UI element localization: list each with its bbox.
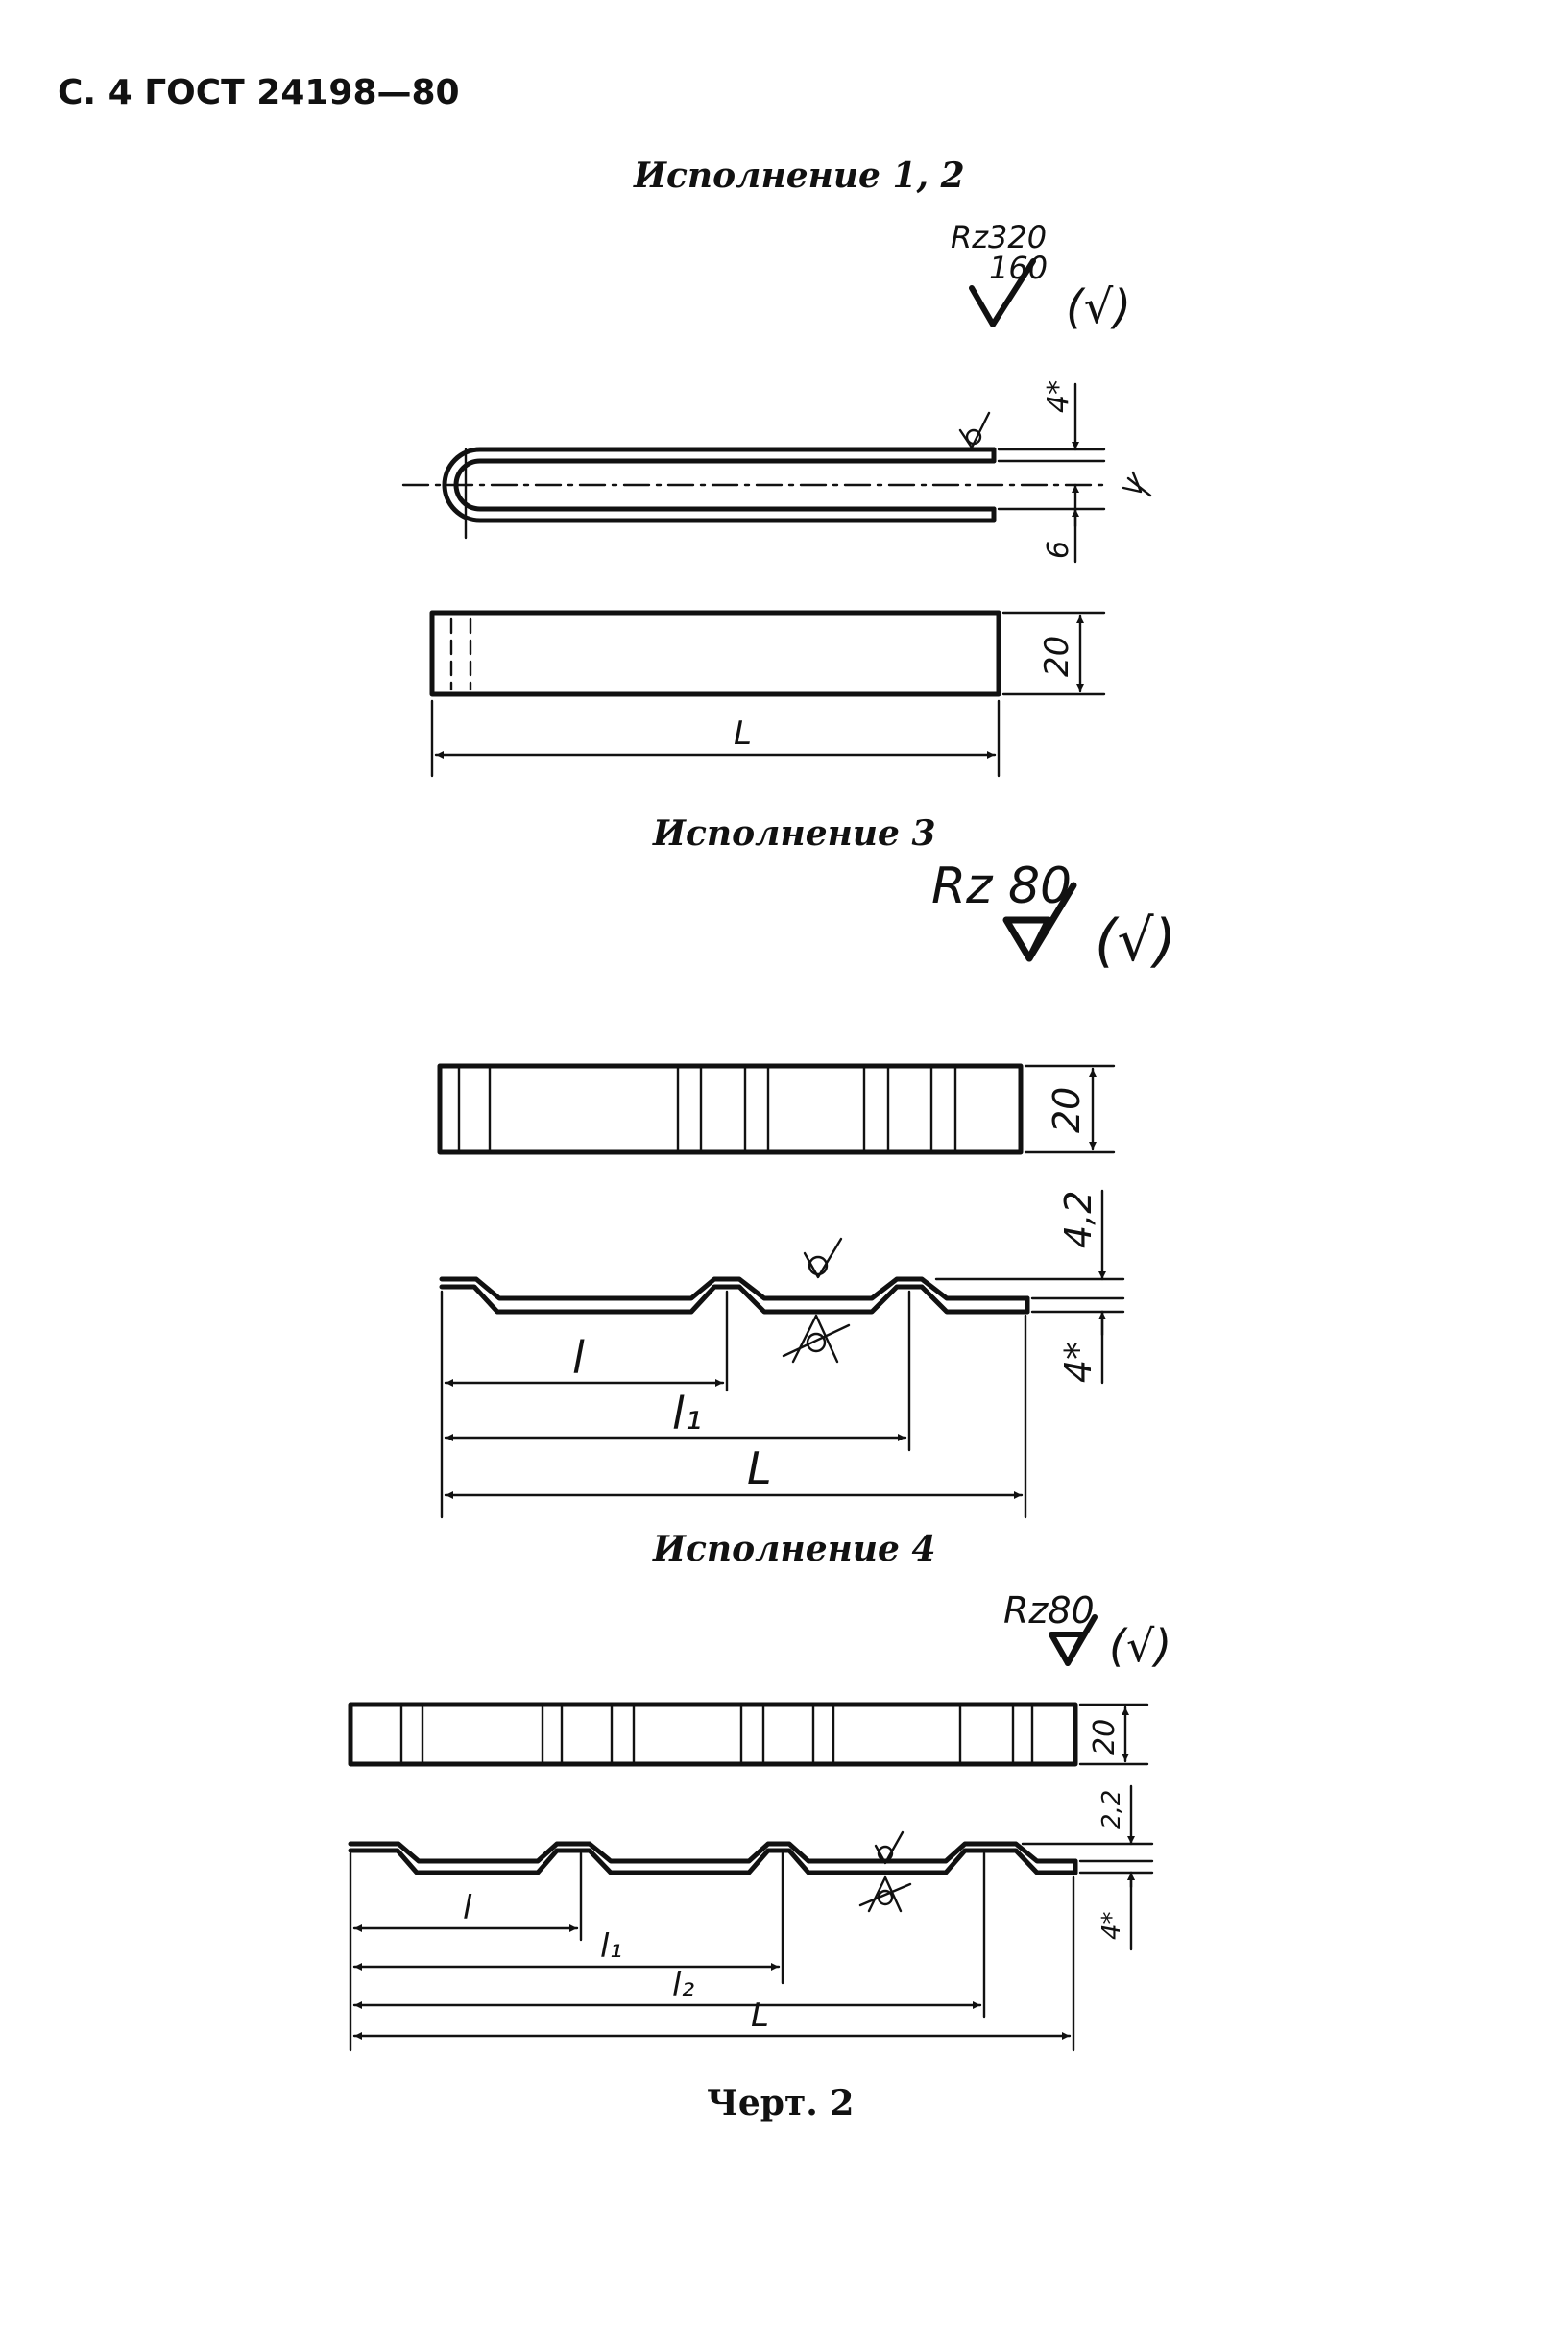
dim-1-bottom: 6 <box>1042 541 1075 559</box>
variant-4-drawing: Исполнение 4 Rz80 (√) 20 <box>348 1529 1171 2052</box>
variant-3-drawing: Исполнение 3 Rz 80 (√) 20 <box>437 813 1176 1519</box>
dim-1-top: 4* <box>1042 380 1075 413</box>
roughness-symbol-3: Rz 80 (√) <box>931 858 1176 975</box>
roughness-4-paren: (√) <box>1109 1620 1171 1672</box>
figure-caption: Черт. 2 <box>707 2083 854 2123</box>
variant-3-caption: Исполнение 3 <box>652 813 936 854</box>
band-profile-4: 2,2 4* l l₁ l₂ L <box>348 1784 1154 2052</box>
dim-3-l: l <box>572 1332 585 1384</box>
roughness-symbol-4: Rz80 (√) <box>1003 1589 1171 1672</box>
roughness-3-paren: (√) <box>1095 907 1176 975</box>
band-side-view-1: 20 L <box>429 610 1106 778</box>
roughness-symbol-1: Rz320 160 (√) <box>951 219 1131 334</box>
roughness-1-top: Rz320 <box>951 219 1047 255</box>
roughness-3: Rz 80 <box>931 858 1072 915</box>
dim-4-width: 20 <box>1088 1719 1122 1755</box>
dim-4-l: l <box>463 1889 472 1927</box>
dim-1-width: 20 <box>1038 636 1076 677</box>
folded-band-top-view: 4* 6 <box>401 380 1152 564</box>
roughness-4: Rz80 <box>1003 1589 1095 1632</box>
roughness-1-paren: (√) <box>1066 280 1131 334</box>
dim-3-width: 20 <box>1046 1087 1088 1133</box>
band-profile-3: 4,2 4* l l₁ L <box>439 1189 1125 1519</box>
dim-4-l1: l₁ <box>600 1927 622 1966</box>
page-header: С. 4 ГОСТ 24198—80 <box>58 73 460 112</box>
dim-3-l1: l₁ <box>672 1388 702 1440</box>
variant-1-2-drawing: Исполнение 1, 2 Rz320 160 (√) 4* 6 <box>401 156 1152 778</box>
band-plan-view-3: 20 <box>437 1063 1116 1155</box>
dim-1-length: L <box>734 714 752 753</box>
dim-4-thickness: 4* <box>1098 1911 1126 1940</box>
variant-4-caption: Исполнение 4 <box>652 1529 936 1569</box>
dim-4-l2: l₂ <box>672 1966 694 2004</box>
dim-3-L: L <box>747 1442 772 1494</box>
variant-1-2-caption: Исполнение 1, 2 <box>633 156 965 196</box>
dim-3-height: 4,2 <box>1057 1191 1099 1248</box>
dim-4-L: L <box>751 1996 769 2035</box>
dim-3-thickness: 4* <box>1057 1342 1099 1383</box>
dim-4-height: 2,2 <box>1098 1790 1126 1829</box>
band-plan-view-4: 20 <box>348 1702 1149 1767</box>
